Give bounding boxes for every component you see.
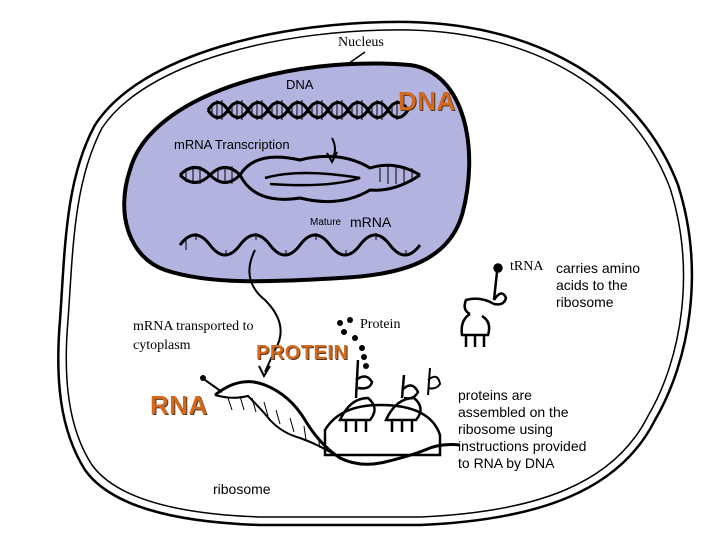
mrna-arrow: [204, 379, 223, 393]
label-mature: Mature: [310, 217, 342, 228]
label-mrna-transported-1: mRNA transported to: [133, 319, 254, 334]
label-proteins-caption-5: to RNA by DNA: [458, 455, 555, 471]
trna-on-ribosome-1: [338, 359, 376, 432]
arrow-transport: [248, 249, 282, 373]
protein-chain: [337, 317, 369, 369]
label-proteins-caption-2: assembled on the: [458, 404, 569, 420]
mature-mrna-strand: [178, 233, 422, 257]
ribosome-mrna: [214, 380, 461, 466]
label-mature-mrna: mRNA: [350, 214, 392, 230]
label-protein-highlight: PROTEIN: [256, 342, 349, 364]
label-mrna-transported-2: cytoplasm: [133, 338, 191, 353]
arrow-head: [258, 365, 271, 379]
trna-molecule: [460, 263, 508, 347]
ribosome: [323, 403, 442, 457]
label-trna-caption-3: ribosome: [556, 294, 614, 310]
label-trna-caption-1: carries amino: [556, 260, 641, 276]
transcription-bubble: [178, 154, 421, 204]
mrna-bases: [185, 233, 407, 256]
label-dna-highlight: DNA: [398, 86, 456, 116]
label-protein: Protein: [360, 317, 401, 332]
trna-on-ribosome-2: [384, 374, 422, 432]
label-proteins-caption-3: ribosome using: [458, 421, 553, 437]
label-trna: tRNA: [510, 259, 544, 274]
dna-helix: [206, 100, 410, 120]
label-mrna-transcription: mRNA Transcription: [174, 137, 290, 152]
label-rna-highlight: RNA: [150, 390, 208, 420]
mrna-cap: [200, 375, 206, 381]
label-nucleus: Nucleus: [338, 35, 384, 50]
trna-incoming: [427, 367, 442, 396]
label-dna: DNA: [286, 77, 314, 92]
label-trna-caption-2: acids to the: [556, 277, 628, 293]
label-proteins-caption-4: instructions provided: [458, 438, 587, 454]
cell-membrane-inner: [65, 29, 685, 518]
label-ribosome: ribosome: [213, 481, 271, 497]
label-proteins-caption-1: proteins are: [458, 387, 532, 403]
nucleus-pointer: [344, 51, 366, 67]
cell-membrane-outer: [57, 20, 694, 527]
